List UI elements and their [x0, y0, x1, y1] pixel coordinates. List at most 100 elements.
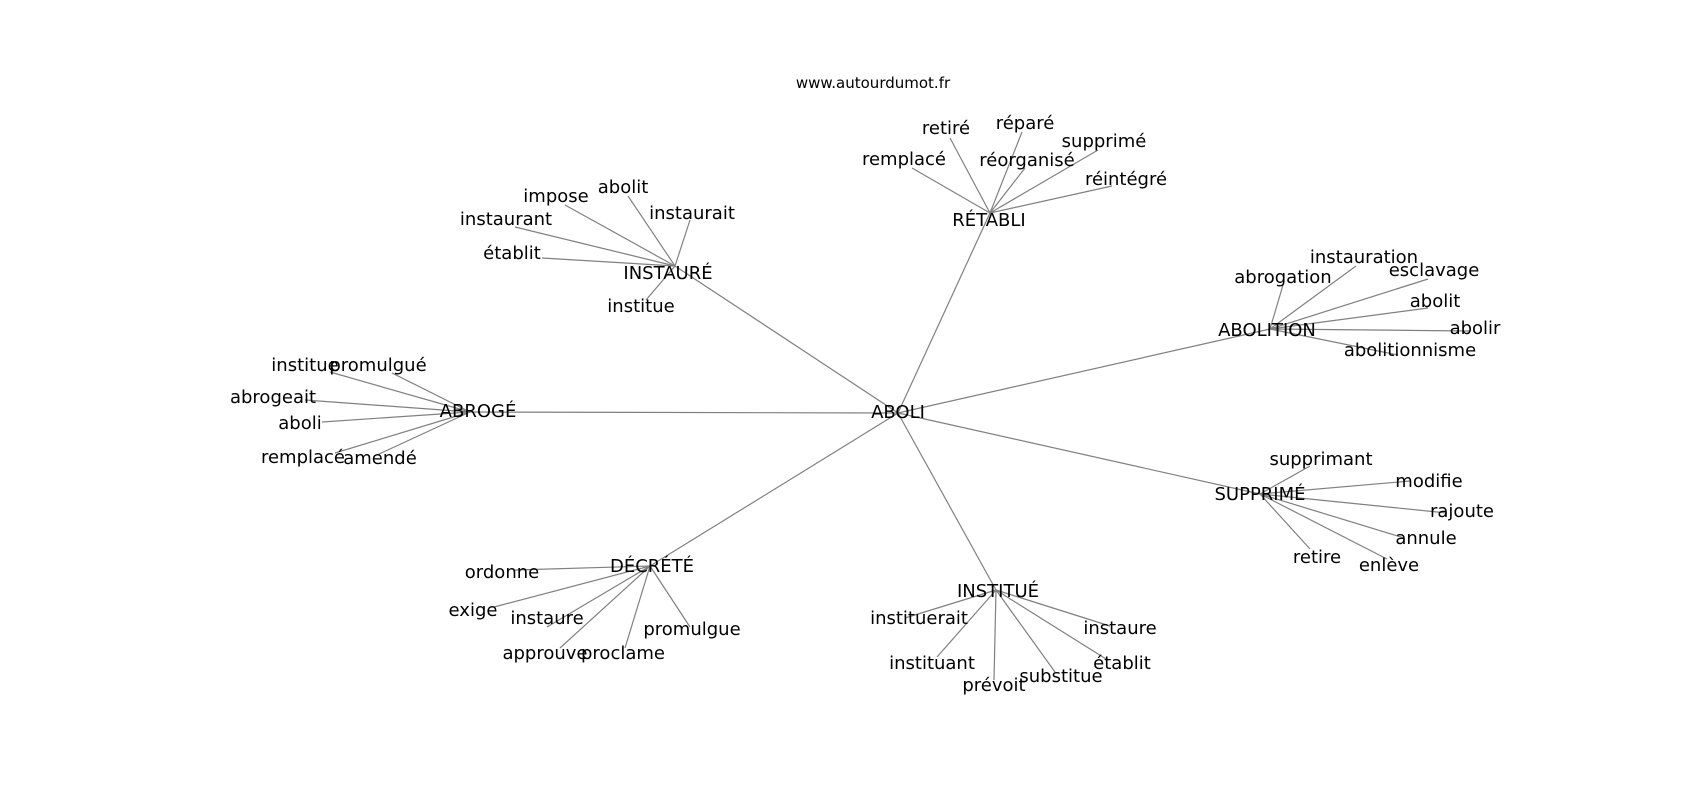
edge-center-decrete — [649, 412, 899, 567]
leaf-word-institue-3: établit — [1093, 653, 1151, 674]
leaf-word-abroge-5: amendé — [343, 448, 417, 469]
leaf-word-supprime-0: supprimant — [1269, 449, 1372, 470]
leaf-word-abolition-0: instauration — [1310, 247, 1418, 268]
edge-instaure-leaf-5 — [645, 265, 676, 301]
edge-instaure-leaf-0 — [564, 204, 676, 267]
edge-supprime-leaf-0 — [1259, 465, 1311, 495]
hub-word-retabli: RÉTABLI — [952, 209, 1025, 231]
leaf-word-abroge-1: promulgué — [329, 355, 426, 376]
leaf-word-decrete-1: exige — [449, 600, 498, 621]
edge-institue-leaf-2 — [936, 589, 997, 658]
edge-abolition-leaf-1 — [1269, 284, 1284, 330]
leaf-word-supprime-5: enlève — [1359, 555, 1419, 576]
hub-word-abolition: ABOLITION — [1218, 320, 1316, 341]
edge-abolition-leaf-2 — [1269, 278, 1429, 330]
leaf-word-instaure-2: instaurant — [460, 209, 552, 230]
edge-institue-leaf-5 — [995, 589, 1056, 673]
edge-supprime-leaf-3 — [1259, 493, 1405, 539]
edge-supprime-leaf-4 — [1259, 493, 1311, 550]
edge-instaure-leaf-2 — [514, 226, 676, 267]
leaf-word-institue-5: substitue — [1019, 666, 1102, 687]
edge-abroge-leaf-1 — [391, 372, 471, 413]
leaf-word-institue-4: prévoit — [962, 675, 1025, 696]
leaf-word-retabli-4: supprimé — [1062, 131, 1147, 152]
edge-center-institue — [897, 412, 997, 591]
edge-supprime-leaf-2 — [1259, 493, 1448, 514]
leaf-word-decrete-0: ordonne — [465, 562, 539, 583]
edge-decrete-leaf-2 — [546, 565, 651, 628]
edge-instaure-leaf-3 — [674, 219, 691, 267]
leaf-word-retabli-5: réintégré — [1085, 169, 1167, 190]
edge-supprime-leaf-1 — [1259, 480, 1411, 495]
edge-abolition-leaf-3 — [1269, 307, 1429, 330]
leaf-word-decrete-4: approuve — [502, 643, 587, 664]
center-word: ABOLI — [871, 402, 925, 423]
edge-center-supprime — [897, 412, 1261, 495]
edge-institue-leaf-4 — [993, 589, 997, 681]
leaf-word-abroge-3: aboli — [278, 413, 321, 434]
edge-supprime-leaf-5 — [1259, 493, 1388, 560]
leaf-word-institue-1: instaure — [1083, 618, 1156, 639]
leaf-word-retabli-2: remplacé — [862, 149, 946, 170]
hub-word-decrete: DÉCRÉTÉ — [610, 555, 694, 577]
edge-abolition-leaf-0 — [1269, 265, 1357, 330]
edge-abroge-leaf-4 — [334, 411, 471, 454]
edge-retabli-leaf-5 — [989, 185, 1113, 214]
leaf-word-institue-0: instituerait — [870, 608, 968, 629]
leaf-word-decrete-3: promulgue — [643, 619, 740, 640]
leaf-word-supprime-4: retire — [1293, 547, 1341, 568]
leaf-word-supprime-1: modifie — [1395, 471, 1462, 492]
edge-abolition-leaf-5 — [1269, 328, 1399, 356]
graph-edges — [304, 131, 1471, 681]
edge-instaure-leaf-1 — [627, 195, 676, 267]
edge-institue-leaf-3 — [995, 589, 1107, 660]
leaf-word-instaure-3: instaurait — [649, 203, 735, 224]
leaf-word-institue-2: instituant — [889, 653, 975, 674]
leaf-word-abroge-2: abrogeait — [230, 387, 316, 408]
leaf-word-abolition-4: abolir — [1450, 318, 1501, 339]
hub-word-supprime: SUPPRIMÉ — [1214, 483, 1305, 505]
leaf-word-abroge-0: institue — [271, 355, 338, 376]
edge-center-retabli — [897, 212, 991, 414]
leaf-word-instaure-1: abolit — [598, 177, 649, 198]
edge-retabli-leaf-3 — [989, 167, 1026, 214]
graph-nodes: ABOLI INSTAURÉ impose abolit instaurant insta… — [230, 113, 1501, 696]
edge-retabli-leaf-0 — [949, 137, 991, 214]
leaf-word-decrete-5: proclame — [581, 643, 665, 664]
leaf-word-instaure-0: impose — [523, 186, 588, 207]
leaf-word-instaure-5: institue — [607, 296, 674, 317]
edge-abroge-leaf-2 — [304, 399, 471, 413]
leaf-word-abolition-3: abolit — [1410, 291, 1461, 312]
edge-retabli-leaf-2 — [911, 167, 991, 214]
leaf-word-abolition-2: esclavage — [1389, 260, 1480, 281]
edge-instaure-leaf-4 — [541, 257, 676, 267]
leaf-word-decrete-2: instaure — [510, 608, 583, 629]
edge-abroge-leaf-5 — [376, 411, 471, 456]
edge-decrete-leaf-3 — [649, 565, 691, 628]
edge-retabli-leaf-1 — [989, 131, 1023, 214]
edge-center-abroge — [469, 411, 899, 414]
edge-abroge-leaf-0 — [329, 371, 471, 413]
edge-institue-leaf-1 — [995, 589, 1111, 627]
edge-abroge-leaf-3 — [321, 411, 471, 423]
edge-center-abolition — [897, 328, 1271, 414]
hub-word-institue: INSTITUÉ — [957, 580, 1039, 602]
leaf-word-retabli-1: réparé — [996, 113, 1055, 134]
leaf-word-supprime-2: rajoute — [1430, 501, 1494, 522]
edge-institue-leaf-0 — [904, 589, 997, 619]
edge-decrete-leaf-0 — [514, 565, 651, 571]
edge-abolition-leaf-4 — [1269, 328, 1471, 332]
edge-retabli-leaf-4 — [989, 149, 1099, 214]
hub-word-abroge: ABROGÉ — [440, 400, 517, 422]
hub-word-instaure: INSTAURÉ — [623, 262, 712, 284]
leaf-word-abolition-5: abolitionnisme — [1344, 340, 1476, 361]
leaf-word-supprime-3: annule — [1395, 528, 1456, 549]
leaf-word-abolition-1: abrogation — [1234, 267, 1331, 288]
edge-decrete-leaf-4 — [559, 565, 651, 649]
leaf-word-retabli-0: retiré — [922, 118, 970, 139]
leaf-word-retabli-3: réorganisé — [979, 150, 1075, 171]
edge-center-instaure — [674, 265, 899, 414]
leaf-word-instaure-4: établit — [483, 243, 541, 264]
watermark: www.autourdumot.fr — [796, 74, 951, 92]
